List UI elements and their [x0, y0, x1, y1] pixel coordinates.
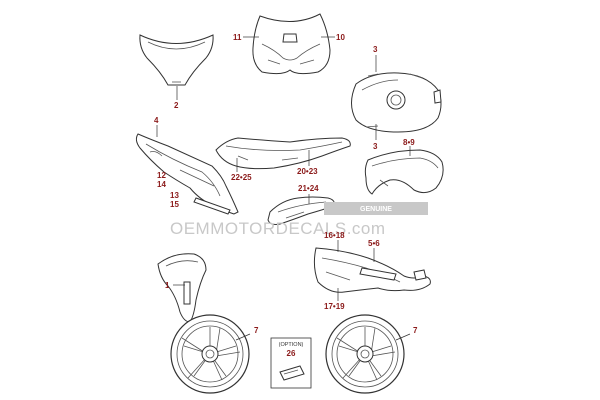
- callout-1: 1: [165, 281, 170, 290]
- callout-8-9: 8•9: [403, 138, 415, 147]
- callout-14: 14: [157, 180, 166, 189]
- side-fairing-left-part[interactable]: [135, 133, 239, 215]
- callout-3-bottom: 3: [373, 142, 378, 151]
- callout-2: 2: [174, 101, 179, 110]
- upper-cowl-part[interactable]: [252, 13, 331, 75]
- leader-lines: [156, 36, 411, 341]
- front-wheel-part[interactable]: [170, 314, 250, 394]
- genuine-badge-bg: [324, 202, 428, 215]
- option-label: (OPTION): [279, 342, 304, 348]
- fuel-tank-part[interactable]: [351, 72, 442, 133]
- callout-22-25: 22•25: [231, 173, 252, 182]
- callout-3-top: 3: [373, 45, 378, 54]
- callout-7-rear: 7: [413, 326, 418, 335]
- option-box[interactable]: (OPTION) 26: [270, 337, 312, 389]
- callout-11: 11: [233, 33, 242, 42]
- seat-cowl-part[interactable]: [215, 137, 351, 170]
- callout-12: 12: [157, 171, 166, 180]
- windscreen-part[interactable]: [139, 34, 214, 86]
- lower-cowl-part[interactable]: [313, 247, 431, 293]
- callout-numbers: 2 11 10 3 3 4 8•9 12 14 13 15 22•25 20•2…: [154, 33, 418, 335]
- genuine-badge-text: GENUINE: [360, 206, 392, 213]
- callout-4: 4: [154, 116, 159, 125]
- callout-17-19: 17•19: [324, 302, 345, 311]
- front-fender-part[interactable]: [364, 149, 444, 195]
- watermark-banner: OEMMOTORDECALS.com GENUINE: [170, 202, 428, 238]
- callout-21-24: 21•24: [298, 184, 319, 193]
- rear-wheel-part[interactable]: [325, 314, 405, 394]
- rear-hugger-part[interactable]: [157, 253, 207, 323]
- callout-10: 10: [336, 33, 345, 42]
- callout-7-front: 7: [254, 326, 259, 335]
- callout-20-23: 20•23: [297, 167, 318, 176]
- callout-13: 13: [170, 191, 179, 200]
- callout-26: 26: [287, 349, 296, 358]
- callout-15: 15: [170, 200, 179, 209]
- watermark-text: OEMMOTORDECALS.com: [170, 219, 386, 238]
- callout-5-6: 5•6: [368, 239, 380, 248]
- callout-16-18: 16•18: [324, 231, 345, 240]
